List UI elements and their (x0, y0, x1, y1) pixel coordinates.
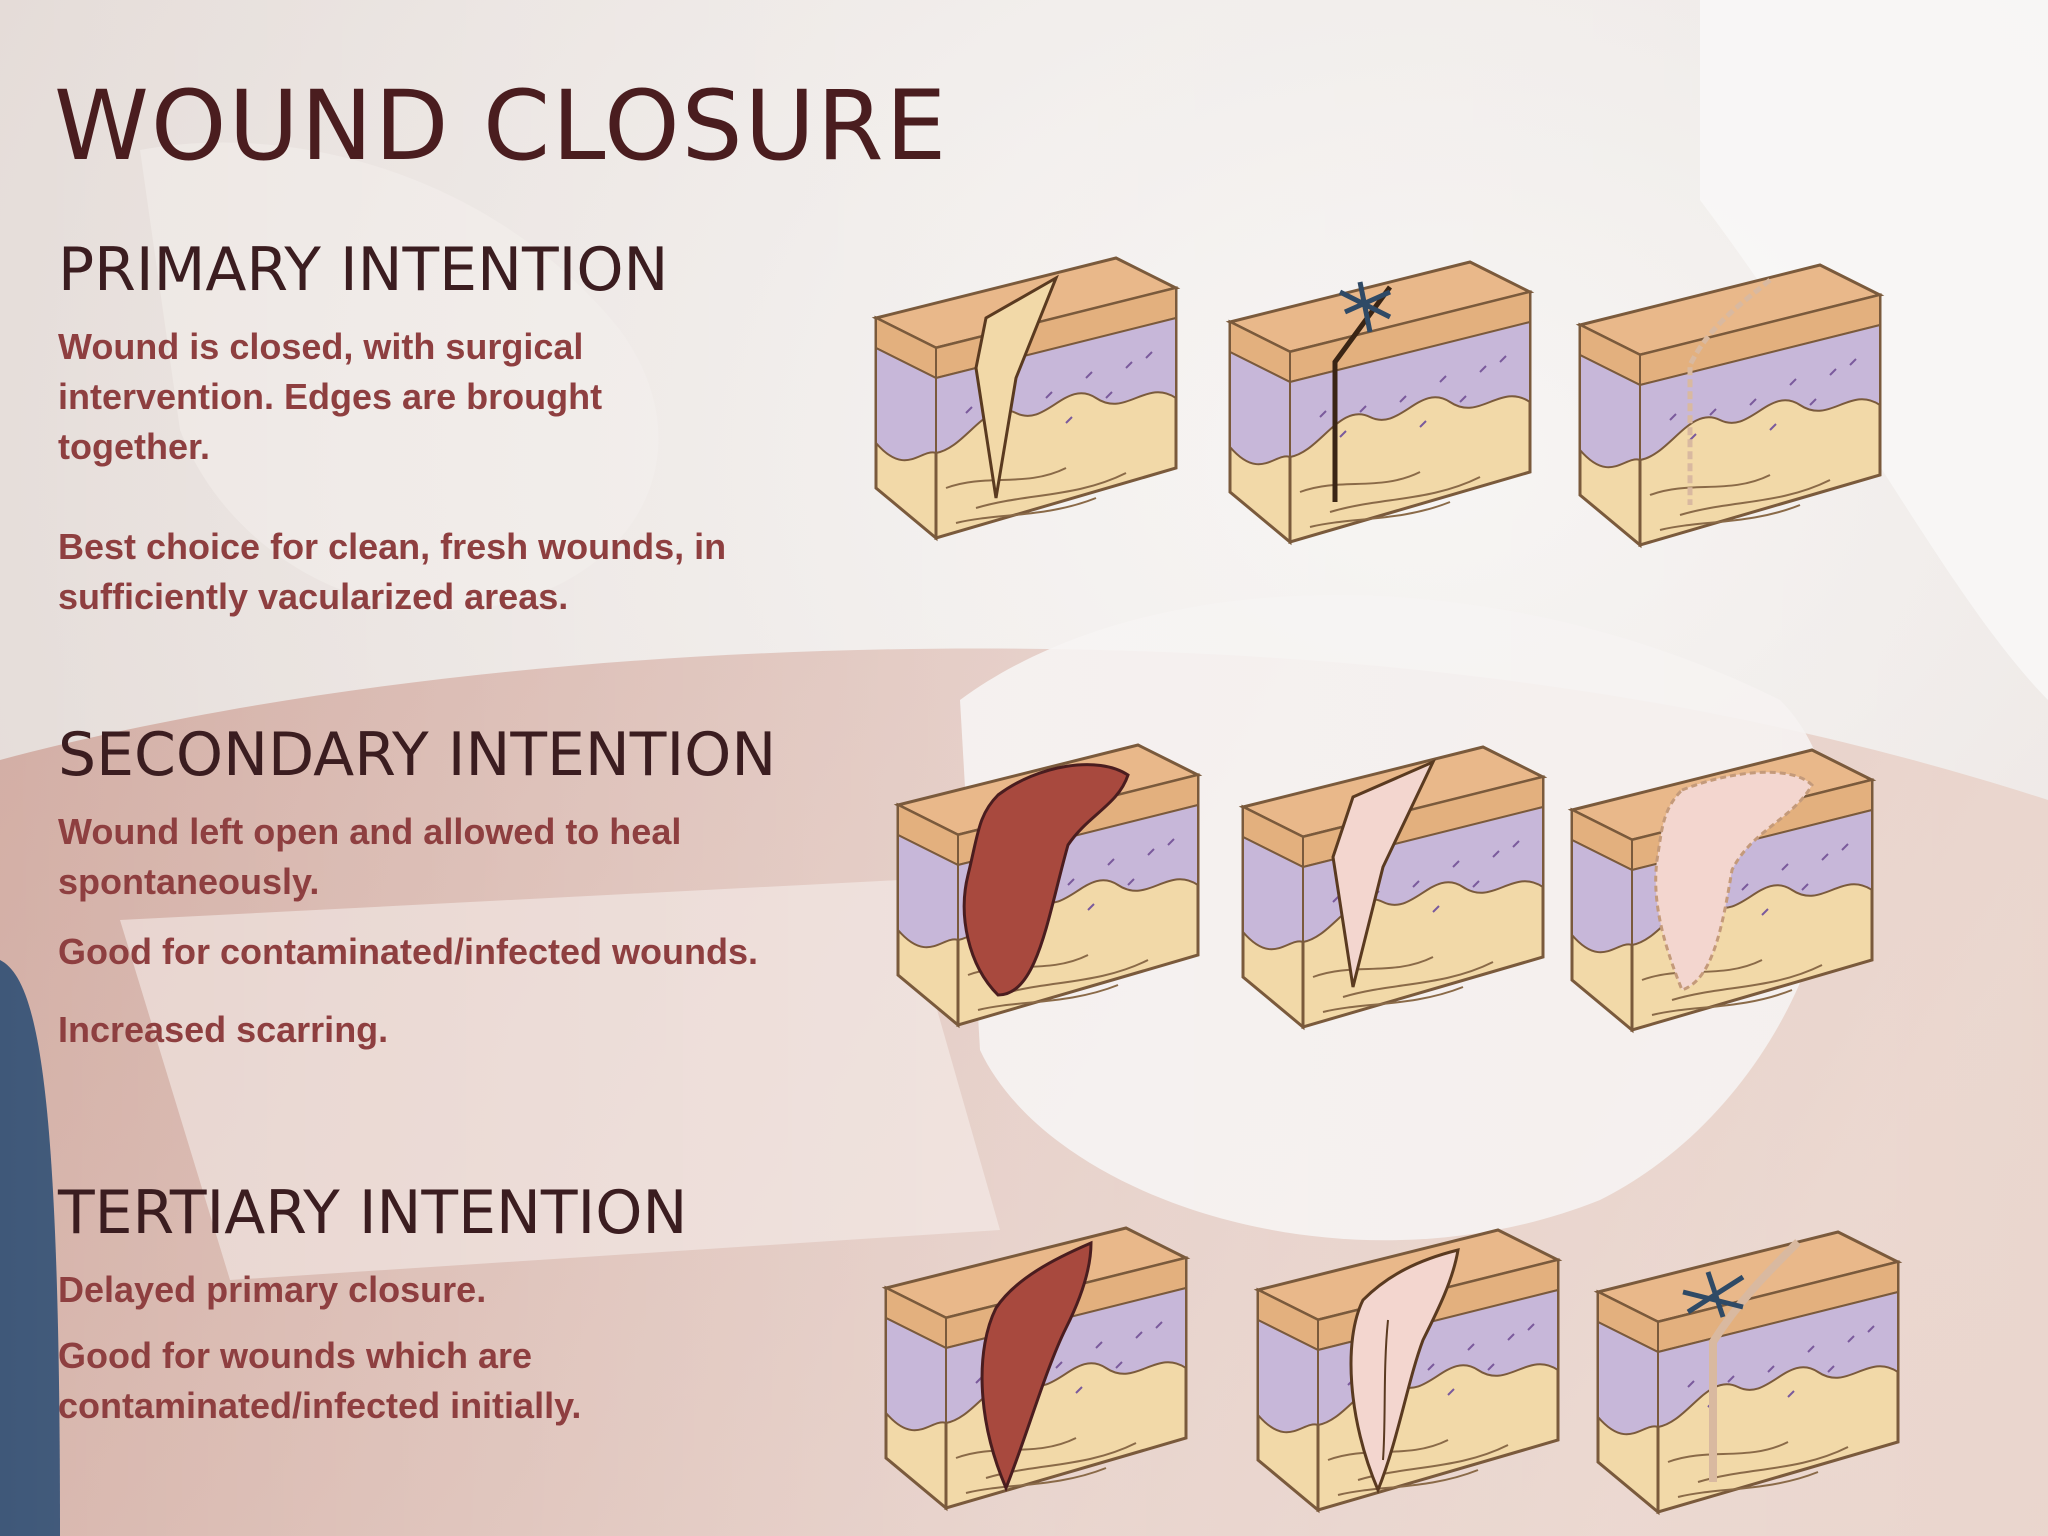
primary-indication: Best choice for clean, fresh wounds, in … (58, 526, 727, 617)
secondary-illustration-2 (1233, 737, 1553, 1037)
section-heading-tertiary: TERTIARY INTENTION (58, 1178, 688, 1248)
secondary-description: Wound left open and allowed to heal spon… (58, 811, 682, 902)
section-primary-intention: PRIMARY INTENTION Wound is closed, with … (58, 240, 878, 622)
wide-scar-drawing (1567, 748, 1877, 1034)
primary-illustration-3 (1570, 255, 1890, 555)
tertiary-illustration-2 (1248, 1220, 1568, 1520)
section-tertiary-intention: TERTIARY INTENTION Delayed primary closu… (58, 1183, 878, 1431)
section-heading-secondary: SECONDARY INTENTION (58, 720, 777, 790)
sutured-incision-drawing (1225, 260, 1535, 546)
primary-illustration-1 (866, 248, 1186, 548)
granulating-wound-drawing (1253, 1228, 1563, 1514)
wound-contracting-drawing (1238, 745, 1548, 1031)
page-title: WOUND CLOSURE (54, 70, 949, 182)
sutured-delayed-closure-drawing (1593, 1230, 1903, 1516)
open-incision-drawing (871, 256, 1181, 542)
section-heading-primary: PRIMARY INTENTION (58, 235, 669, 305)
secondary-illustration-1 (888, 735, 1208, 1035)
healed-scar-line-drawing (1575, 263, 1885, 549)
open-granulating-wound-drawing (893, 743, 1203, 1029)
secondary-illustration-3 (1562, 740, 1882, 1040)
open-infected-wound-drawing (881, 1226, 1191, 1512)
tertiary-indication: Good for wounds which are contaminated/i… (58, 1335, 582, 1426)
tertiary-description: Delayed primary closure. (58, 1269, 487, 1310)
section-secondary-intention: SECONDARY INTENTION Wound left open and … (58, 725, 878, 1055)
tertiary-illustration-3 (1588, 1222, 1908, 1522)
tertiary-illustration-1 (876, 1218, 1196, 1518)
secondary-indication: Good for contaminated/infected wounds. (58, 931, 759, 972)
secondary-drawback: Increased scarring. (58, 1009, 389, 1050)
primary-illustration-2 (1220, 252, 1540, 552)
primary-description: Wound is closed, with surgical intervent… (58, 326, 603, 467)
